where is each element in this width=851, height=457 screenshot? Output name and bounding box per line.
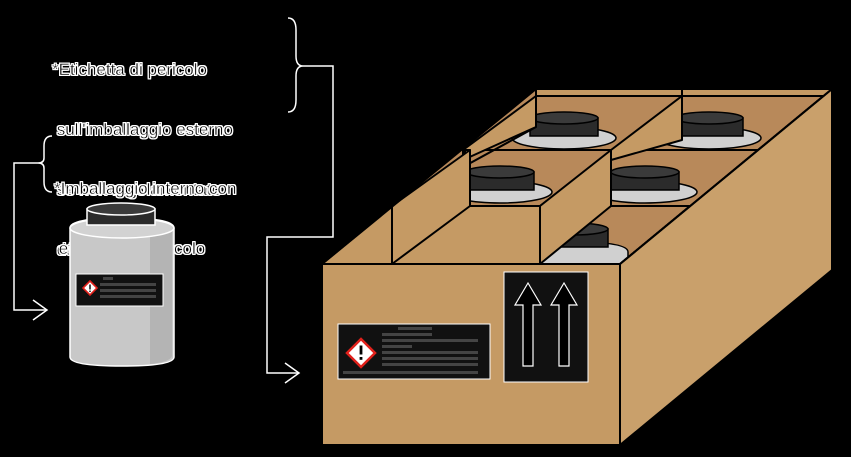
outer-note-line-2: sull'imballaggio esterno [52,120,234,139]
packed-container [511,111,617,150]
exclamation-hazard-icon [345,337,377,369]
this-way-up-arrows-icon [503,271,589,383]
packed-container [592,165,698,204]
outer-note-brace [287,17,304,113]
outer-note-leader [266,65,334,384]
inner-note-leader [13,162,49,321]
inner-container [69,202,175,367]
exclamation-hazard-icon [81,279,99,297]
container-hazard-label [75,273,164,307]
packed-container [447,165,553,204]
outer-note-line-3: se non regolamentato [52,180,222,199]
inner-note-line-1: *Imballaggio interno con [54,179,237,198]
box-hazard-label [337,323,491,380]
inner-note-brace [37,135,53,193]
outer-note-line-1: *Etichetta di pericolo [52,60,207,79]
